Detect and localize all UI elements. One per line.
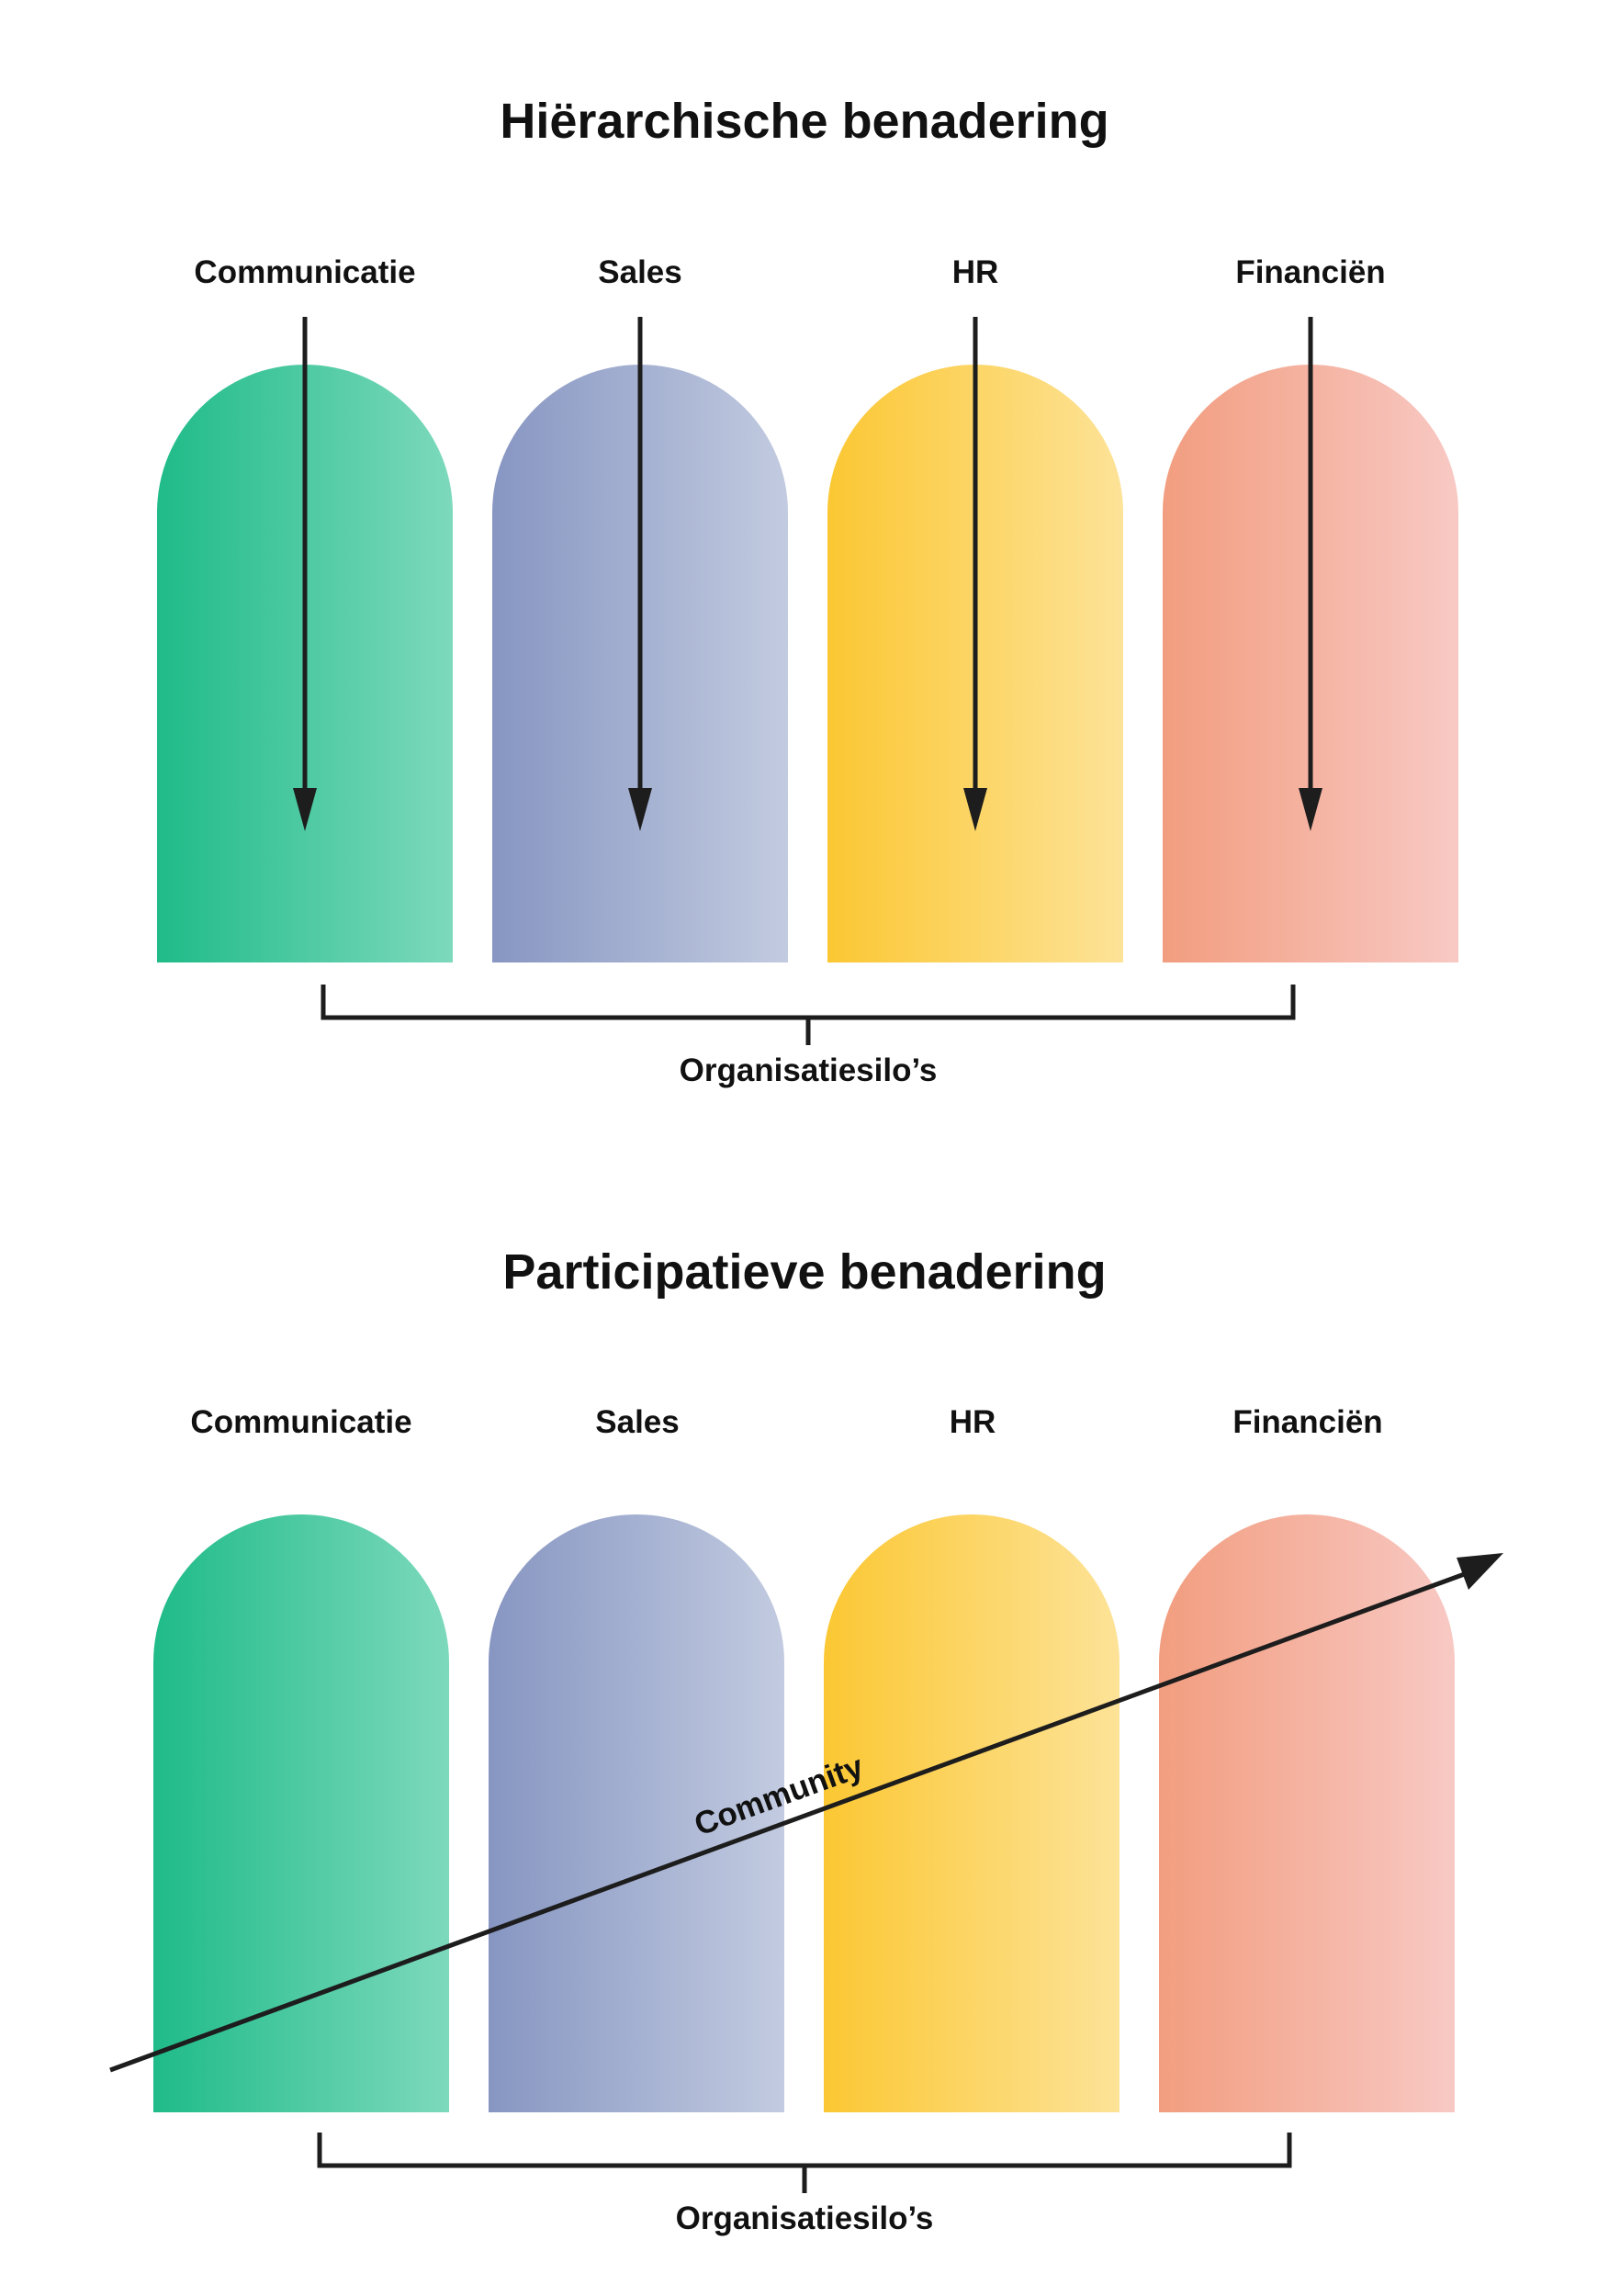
section-title: Participatieve benadering <box>502 1244 1106 1300</box>
column-label-sales: Sales <box>595 1404 679 1440</box>
column-label-sales: Sales <box>598 254 681 290</box>
column-label-communicatie: Communicatie <box>194 254 415 290</box>
participative-section: Participatieve benadering Communicatie S… <box>109 1244 1503 2236</box>
column-label-financien: Financiën <box>1232 1404 1382 1440</box>
hierarchical-section: Hiërarchische benadering Communicatie Sa… <box>157 94 1458 1088</box>
down-arrow-icon <box>293 317 317 831</box>
section-title: Hiërarchische benadering <box>500 94 1108 149</box>
down-arrow-icon <box>963 317 987 831</box>
bracket-label: Organisatiesilo’s <box>676 2200 934 2236</box>
silo-hr <box>824 1514 1120 2112</box>
column-label-communicatie: Communicatie <box>190 1404 411 1440</box>
down-arrow-icon <box>1299 317 1322 831</box>
silo-bracket <box>321 985 1296 1045</box>
community-arrow-icon <box>109 1553 1503 2073</box>
column-label-hr: HR <box>952 254 999 290</box>
silo-financien <box>1159 1514 1455 2112</box>
silo-sales <box>489 1514 784 2112</box>
silo-communicatie <box>153 1514 449 2112</box>
bracket-label: Organisatiesilo’s <box>680 1052 938 1088</box>
down-arrow-icon <box>628 317 652 831</box>
silo-bracket <box>317 2133 1292 2193</box>
column-label-financien: Financiën <box>1235 254 1385 290</box>
column-label-hr: HR <box>950 1404 996 1440</box>
